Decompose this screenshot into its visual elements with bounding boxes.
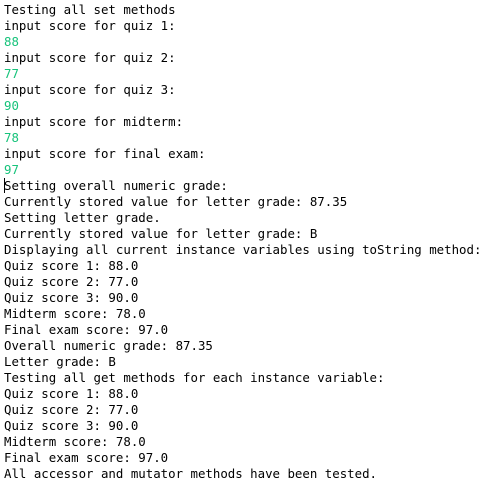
console-line: Quiz score 2: 77.0 (4, 274, 139, 289)
console-line: Letter grade: B (4, 354, 116, 369)
console-line: Currently stored value for letter grade:… (4, 226, 318, 241)
console-line: Quiz score 1: 88.0 (4, 258, 139, 273)
console-line: Testing all get methods for each instanc… (4, 370, 385, 385)
console-line: All accessor and mutator methods have be… (4, 466, 377, 481)
console-line: input score for quiz 1: (4, 18, 176, 33)
console-line: Quiz score 2: 77.0 (4, 402, 139, 417)
console-input-line: 90 (4, 98, 19, 113)
console-line: Setting letter grade. (4, 210, 161, 225)
console-line: Overall numeric grade: 87.35 (4, 338, 213, 353)
console-line: input score for quiz 2: (4, 50, 176, 65)
console-line: Displaying all current instance variable… (4, 242, 482, 257)
console-line: Quiz score 1: 88.0 (4, 386, 139, 401)
console-line: Final exam score: 97.0 (4, 450, 169, 465)
console-line: Quiz score 3: 90.0 (4, 418, 139, 433)
console-line: input score for midterm: (4, 114, 184, 129)
console-input-line: 78 (4, 130, 19, 145)
console-line: Midterm score: 78.0 (4, 434, 146, 449)
text-cursor (4, 178, 5, 193)
console-line: Quiz score 3: 90.0 (4, 290, 139, 305)
console-line: input score for final exam: (4, 146, 206, 161)
console-line: Midterm score: 78.0 (4, 306, 146, 321)
console-line: Testing all set methods (4, 2, 176, 17)
console-input-line: 88 (4, 34, 19, 49)
console-line: input score for quiz 3: (4, 82, 176, 97)
console-input-line: 97 (4, 162, 19, 177)
console-line: Currently stored value for letter grade:… (4, 194, 348, 209)
console-input-line: 77 (4, 66, 19, 81)
console-line: Setting overall numeric grade: (4, 178, 228, 193)
console-line: Final exam score: 97.0 (4, 322, 169, 337)
